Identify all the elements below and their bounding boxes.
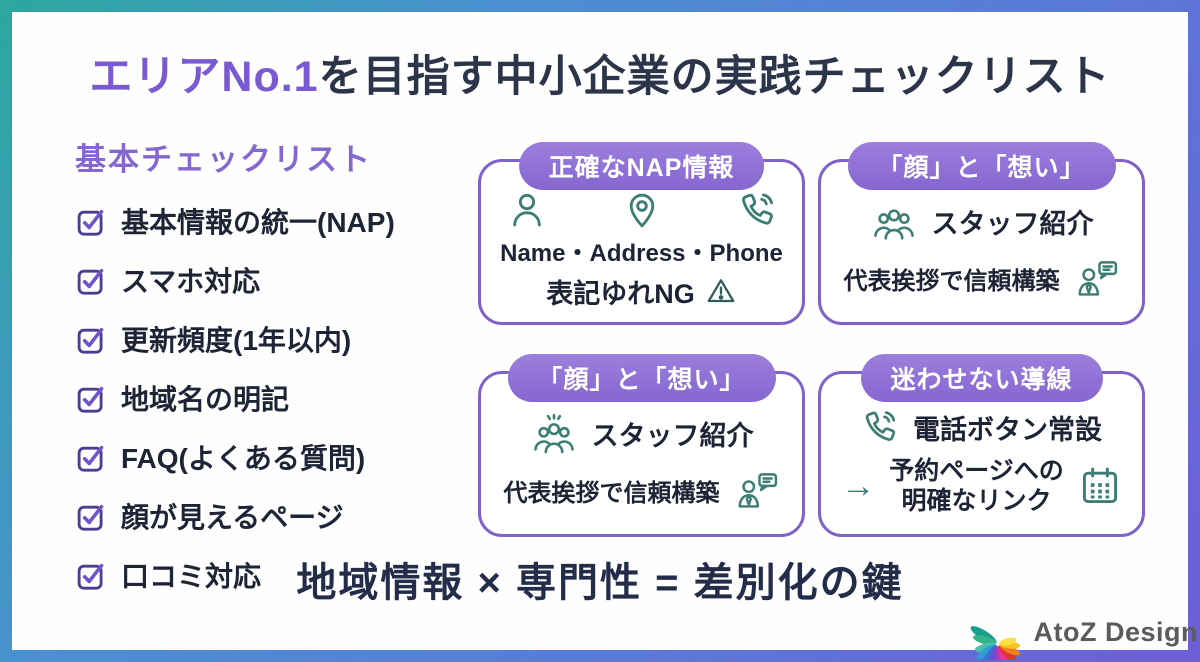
nap-warning-row: 表記ゆれNG	[546, 272, 737, 311]
list-item: 基本情報の統一(NAP)	[75, 201, 475, 241]
list-item: 口コミ対応	[75, 555, 475, 595]
phone-button-label: 電話ボタン常設	[913, 414, 1102, 445]
checklist-item-label: 更新頻度(1年以内)	[121, 325, 352, 356]
checkbox-checked-icon	[77, 327, 104, 354]
page-title: エリアNo.1を目指す中小企業の実践チェックリスト	[12, 42, 1188, 104]
infographic-panel: エリアNo.1を目指す中小企業の実践チェックリスト 基本チェックリスト 基本情報…	[12, 12, 1188, 650]
checklist-item-label: 顔が見えるページ	[121, 502, 344, 533]
card-header: 「顔」と「想い」	[507, 354, 776, 402]
person-icon	[512, 193, 541, 226]
card-header: 「顔」と「想い」	[847, 142, 1116, 190]
title-rest: を目指す中小企業の実践チェックリスト	[318, 53, 1111, 101]
reservation-line1: 予約ページへの	[889, 457, 1064, 486]
list-item: FAQ(よくある質問)	[75, 437, 475, 477]
list-item: 更新頻度(1年以内)	[75, 319, 475, 359]
checklist-item-label: 地域名の明記	[121, 384, 290, 415]
card-header: 正確なNAP情報	[518, 142, 765, 190]
phone-icon	[741, 192, 773, 225]
staff-label: スタッフ紹介	[931, 209, 1094, 240]
card-header: 迷わせない導線	[860, 354, 1103, 402]
nap-warning-text: 表記ゆれNG	[546, 278, 695, 309]
checklist-heading: 基本チェックリスト	[75, 142, 372, 177]
checkbox-checked-icon	[77, 563, 104, 590]
staff-label: スタッフ紹介	[591, 421, 754, 452]
reservation-label: 予約ページへの 明確なリンク	[889, 456, 1064, 516]
checkbox-checked-icon	[77, 268, 104, 295]
nap-icons-row	[507, 190, 777, 230]
brand-logo-text: AtoZ Design	[1033, 616, 1198, 647]
list-item: スマホ対応	[75, 260, 475, 300]
greeting-label: 代表挨拶で信頼構築	[503, 479, 720, 507]
list-item: 地域名の明記	[75, 378, 475, 418]
greeting-icon	[738, 473, 777, 508]
card-face-thoughts-top: 「顔」と「想い」 スタッフ紹介 代表挨拶で信頼構築	[818, 142, 1145, 325]
warning-icon	[707, 279, 735, 303]
greeting-row: 代表挨拶で信頼構築	[504, 469, 780, 511]
title-highlight: エリアNo.1	[89, 53, 319, 101]
staff-row: スタッフ紹介	[530, 413, 754, 455]
basic-checklist: 基本チェックリスト 基本情報の統一(NAP) スマホ対応 更新頻度(1年以内) …	[75, 134, 475, 614]
team-icon	[873, 209, 914, 240]
greeting-icon	[1078, 261, 1117, 296]
card-nap: 正確なNAP情報 Name・Address・Phone 表記ゆれNG	[478, 142, 805, 325]
cards-grid: 正確なNAP情報 Name・Address・Phone 表記ゆれNG 「顔」と「…	[478, 142, 1145, 537]
reservation-line2: 明確なリンク	[901, 487, 1052, 516]
checkbox-checked-icon	[77, 209, 104, 236]
checklist-item-label: 口コミ対応	[121, 561, 262, 592]
pinwheel-logo-icon	[970, 626, 1020, 660]
team-excited-icon	[533, 413, 574, 453]
phone-button-row: 電話ボタン常設	[861, 408, 1102, 447]
card-face-thoughts-bottom: 「顔」と「想い」 スタッフ紹介 代表挨拶で信頼構築	[478, 354, 805, 537]
arrow-right-icon: →	[841, 467, 876, 506]
checklist-item-label: スマホ対応	[121, 266, 261, 297]
map-pin-icon	[629, 193, 654, 227]
checkbox-checked-icon	[77, 445, 104, 472]
calendar-icon	[1082, 467, 1117, 504]
checklist-item-label: 基本情報の統一(NAP)	[121, 207, 395, 238]
card-navigation: 迷わせない導線 電話ボタン常設 → 予約ページへの 明確なリンク	[818, 354, 1145, 537]
brand-logo: AtoZ Design	[964, 604, 1199, 660]
list-item: 顔が見えるページ	[75, 496, 475, 536]
checkbox-checked-icon	[77, 386, 104, 413]
checkbox-checked-icon	[77, 504, 104, 531]
staff-row: スタッフ紹介	[870, 201, 1094, 243]
greeting-label: 代表挨拶で信頼構築	[843, 267, 1060, 295]
greeting-row: 代表挨拶で信頼構築	[844, 257, 1120, 299]
reservation-row: → 予約ページへの 明確なリンク	[841, 456, 1122, 516]
footer-tagline: 地域情報 × 専門性 = 差別化の鍵	[296, 561, 904, 605]
checklist-item-label: FAQ(よくある質問)	[121, 443, 366, 474]
phone-icon	[865, 411, 896, 442]
nap-text: Name・Address・Phone	[500, 240, 783, 267]
